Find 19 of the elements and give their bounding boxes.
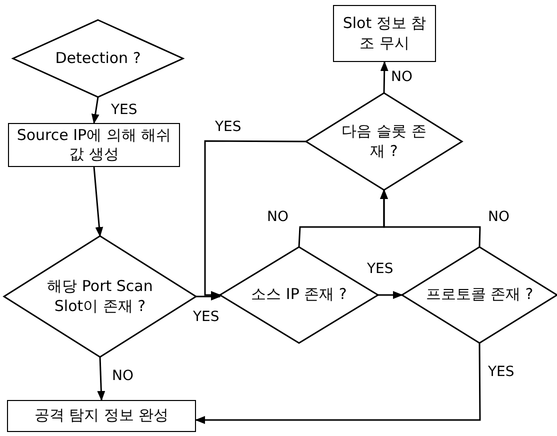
arrow [380,61,388,94]
decision-text: 다음 슬롯 존재 ? [340,122,428,161]
decision-text: 해당 Port Scan Slot이 존재 ? [46,277,154,316]
arrow [97,356,106,401]
process-box [8,123,180,167]
decision-text: 소스 IP 존재 ? [251,285,347,305]
process-text: Slot 정보 참조 무시 [342,14,428,53]
process-text: 공격 탐지 정보 완성 [34,406,169,426]
process-box [7,400,196,432]
arrow [91,96,100,124]
process-box [333,5,436,62]
process-text: Source IP에 의해 해쉬 값 생성 [16,126,172,164]
arrow [204,140,306,299]
arrow [380,189,481,248]
arrow [378,291,403,299]
arrow [195,343,481,424]
decision-text: 프로토콜 존재 ? [426,285,534,305]
decision-text: Detection ? [55,48,141,68]
arrow [93,166,104,237]
